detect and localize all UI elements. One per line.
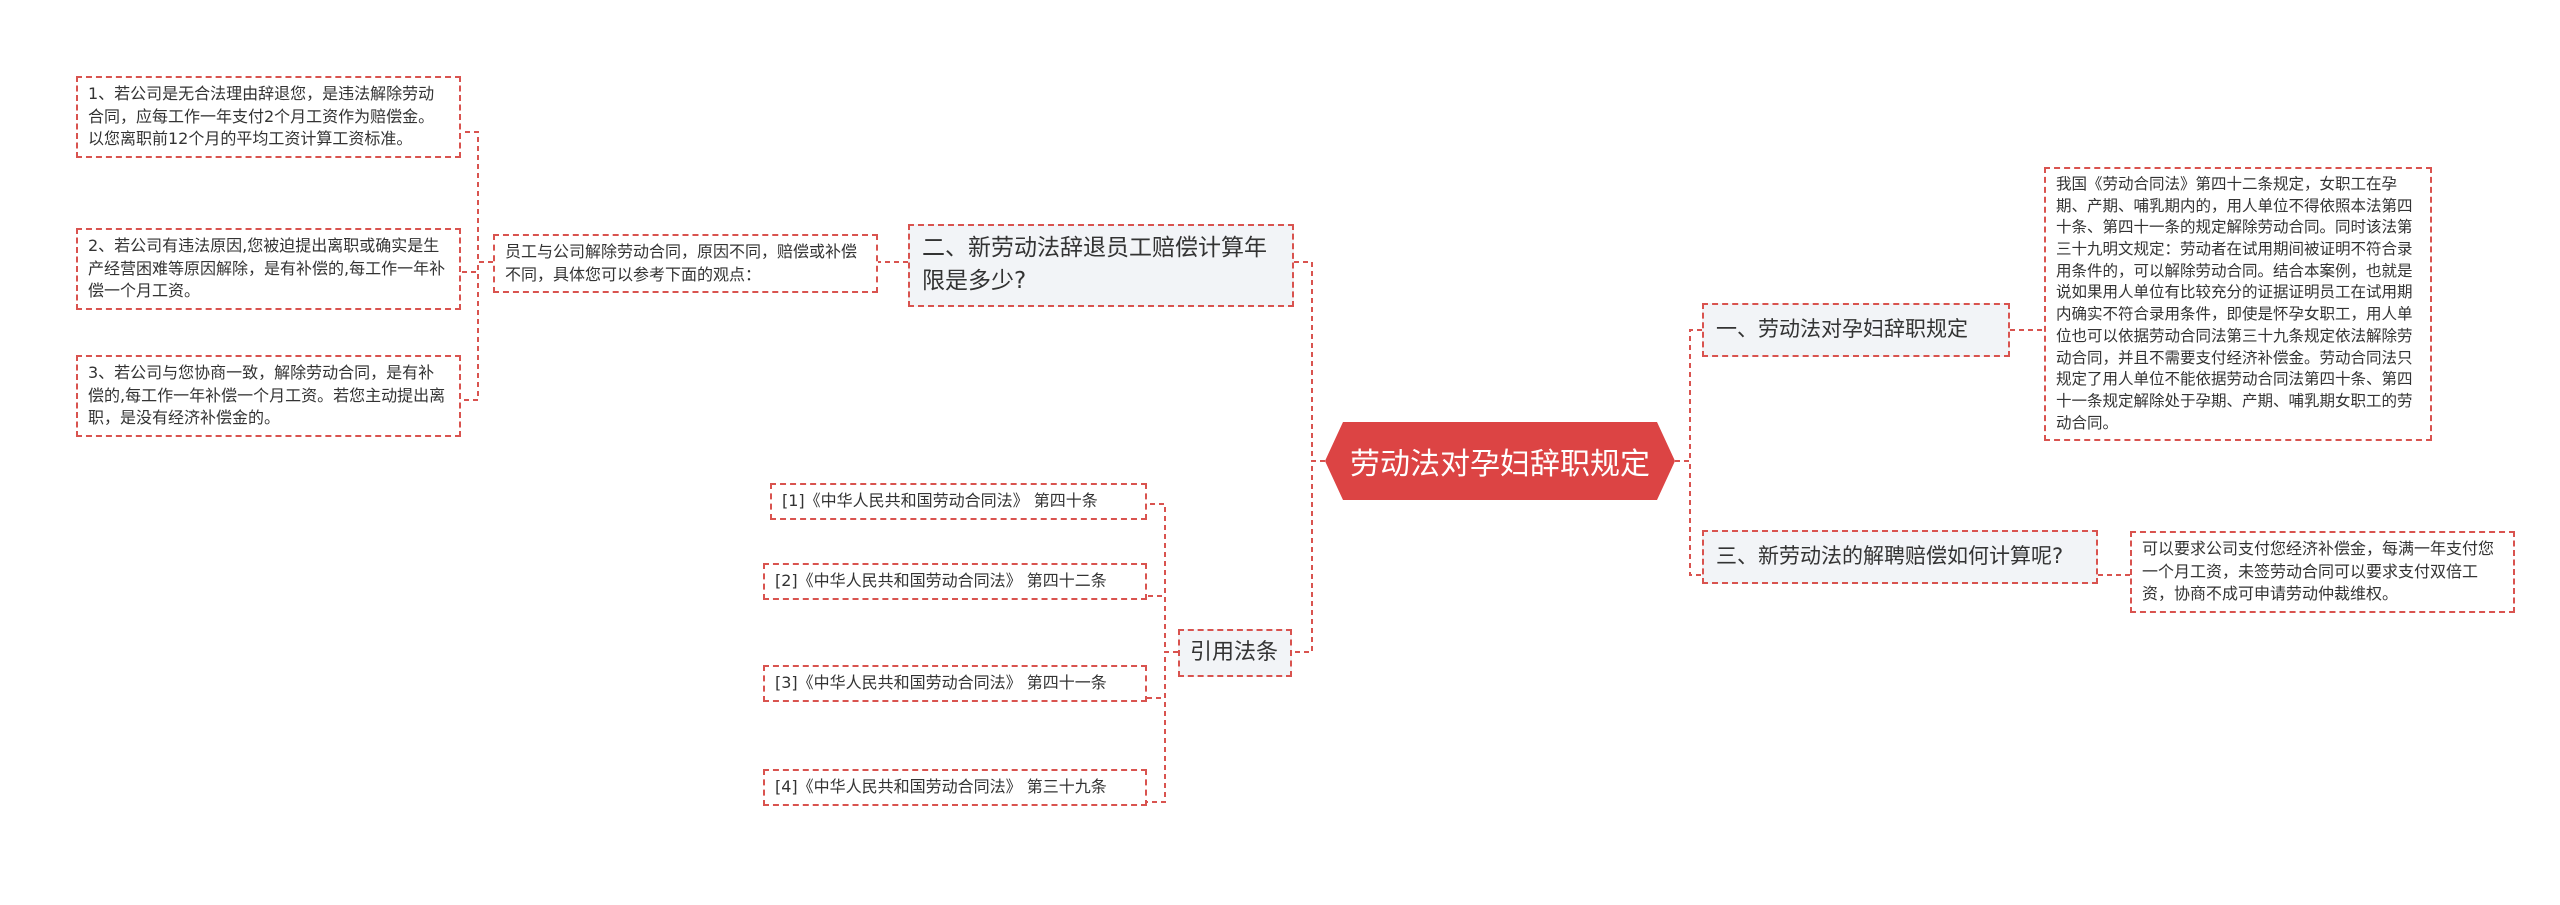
connector-citation3 [1147,651,1178,699]
branch-2-point-2[interactable]: 2、若公司有违法原因,您被迫提出离职或确实是生产经营困难等原因解除，是有补偿的,… [76,228,461,311]
branch-2-point-2-text: 2、若公司有违法原因,您被迫提出离职或确实是生产经营困难等原因解除，是有补偿的,… [88,236,446,301]
branch-node-3[interactable]: 三、新劳动法的解聘赔偿如何计算呢? [1702,530,2098,584]
branch-2-point-3[interactable]: 3、若公司与您协商一致，解除劳动合同，是有补偿的,每工作一年补偿一个月工资。若您… [76,355,461,438]
citation-item-2-text: [2]《中华人民共和国劳动合同法》 第四十二条 [775,571,1107,590]
connector-root-citations [1292,460,1325,653]
citation-item-1-text: [1]《中华人民共和国劳动合同法》 第四十条 [782,491,1098,510]
connector-root-branch1 [1675,329,1702,462]
branch-node-1[interactable]: 一、劳动法对孕妇辞职规定 [1702,303,2010,357]
connector-intro-point1 [461,131,493,263]
branch-2-point-1[interactable]: 1、若公司是无合法理由辞退您，是违法解除劳动合同，应每工作一年支付2个月工资作为… [76,76,461,159]
citation-item-1[interactable]: [1]《中华人民共和国劳动合同法》 第四十条 [770,483,1147,520]
connector-citation4 [1147,651,1178,803]
citations-node[interactable]: 引用法条 [1178,629,1292,677]
branch-3-detail[interactable]: 可以要求公司支付您经济补偿金，每满一年支付您一个月工资，未签劳动合同可以要求支付… [2130,531,2515,614]
branch-1-detail-text: 我国《劳动合同法》第四十二条规定，女职工在孕期、产期、哺乳期内的，用人单位不得依… [2056,175,2413,432]
citation-item-2[interactable]: [2]《中华人民共和国劳动合同法》 第四十二条 [763,563,1147,600]
connector-root-branch2 [1294,261,1325,462]
citations-label: 引用法条 [1190,640,1279,665]
citation-item-3-text: [3]《中华人民共和国劳动合同法》 第四十一条 [775,673,1107,692]
root-label: 劳动法对孕妇辞职规定 [1350,447,1650,482]
branch-2-point-1-text: 1、若公司是无合法理由辞退您，是违法解除劳动合同，应每工作一年支付2个月工资作为… [88,84,435,149]
branch-2-label: 二、新劳动法辞退员工赔偿计算年限是多少? [922,235,1267,295]
branch-node-2[interactable]: 二、新劳动法辞退员工赔偿计算年限是多少? [908,224,1294,307]
branch-2-intro[interactable]: 员工与公司解除劳动合同，原因不同，赔偿或补偿不同，具体您可以参考下面的观点： [493,234,878,294]
branch-2-point-3-text: 3、若公司与您协商一致，解除劳动合同，是有补偿的,每工作一年补偿一个月工资。若您… [88,363,446,428]
connector-intro-point3 [461,261,493,401]
connector-root-branch3 [1675,460,1702,576]
citation-item-4-text: [4]《中华人民共和国劳动合同法》 第三十九条 [775,777,1107,796]
branch-3-detail-text: 可以要求公司支付您经济补偿金，每满一年支付您一个月工资，未签劳动合同可以要求支付… [2142,539,2495,604]
connector-citation1 [1147,503,1178,653]
branch-1-detail[interactable]: 我国《劳动合同法》第四十二条规定，女职工在孕期、产期、哺乳期内的，用人单位不得依… [2044,167,2432,442]
branch-3-label: 三、新劳动法的解聘赔偿如何计算呢? [1716,544,2064,568]
branch-1-label: 一、劳动法对孕妇辞职规定 [1716,317,1968,341]
branch-2-intro-text: 员工与公司解除劳动合同，原因不同，赔偿或补偿不同，具体您可以参考下面的观点： [505,242,858,284]
root-node[interactable]: 劳动法对孕妇辞职规定 [1325,422,1675,500]
citation-item-3[interactable]: [3]《中华人民共和国劳动合同法》 第四十一条 [763,665,1147,702]
connector-citation2 [1147,595,1178,653]
citation-item-4[interactable]: [4]《中华人民共和国劳动合同法》 第三十九条 [763,769,1147,806]
